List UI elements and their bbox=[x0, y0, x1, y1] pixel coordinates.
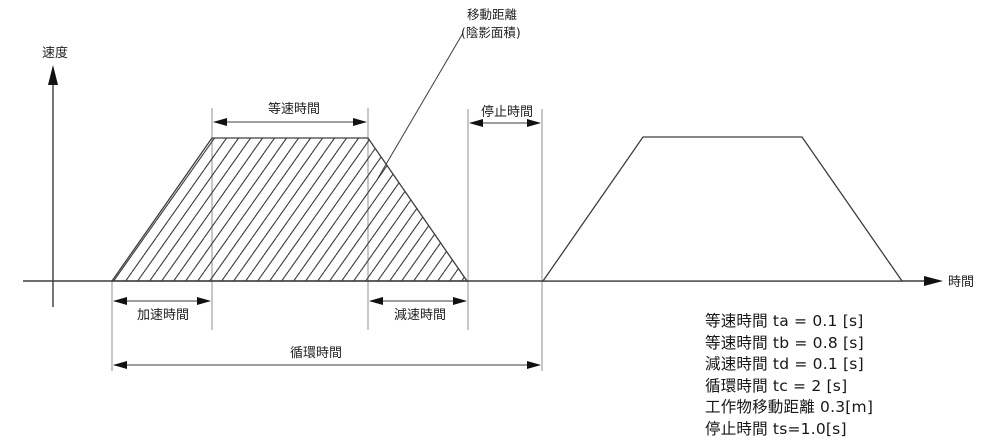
note-line: 工作物移動距離 0.3[m] bbox=[705, 398, 874, 416]
parameter-notes: 等速時間 ta = 0.1 [s] 等速時間 tb = 0.8 [s] 減速時間… bbox=[705, 311, 873, 440]
time-axis-arrow-icon bbox=[924, 276, 943, 286]
stop-time-label: 停止時間 bbox=[481, 104, 533, 120]
annotation-leader-line bbox=[377, 32, 464, 179]
time-axis-label: 時間 bbox=[948, 275, 974, 290]
note-line: 等速時間 tb = 0.8 [s] bbox=[705, 333, 864, 352]
dimension-decel: 減速時間 bbox=[369, 297, 467, 323]
constant-speed-time-label: 等速時間 bbox=[268, 101, 320, 117]
note-line: 循環時間 tc = 2 [s] bbox=[705, 376, 848, 395]
moving-distance-annotation-line1: 移動距離 bbox=[467, 7, 518, 22]
dimension-constant-speed: 等速時間 bbox=[213, 101, 367, 126]
note-line: 停止時間 ts=1.0[s] bbox=[705, 419, 847, 438]
velocity-axis-label: 速度 bbox=[42, 45, 68, 61]
cycle-time-label: 循環時間 bbox=[290, 346, 342, 361]
velocity-axis bbox=[48, 65, 58, 307]
dimension-stop: 停止時間 bbox=[469, 104, 541, 127]
velocity-trapezoid-hatched bbox=[110, 137, 469, 282]
note-line: 等速時間 ta = 0.1 [s] bbox=[705, 312, 864, 330]
dimension-accel: 加速時間 bbox=[113, 297, 211, 323]
decel-time-label: 減速時間 bbox=[394, 307, 446, 323]
moving-distance-annotation-line2: (陰影面積) bbox=[461, 25, 521, 40]
dimension-cycle: 循環時間 bbox=[113, 346, 541, 369]
accel-time-label: 加速時間 bbox=[137, 308, 189, 323]
velocity-trapezoid-plain bbox=[541, 136, 904, 282]
velocity-axis-arrow-icon bbox=[48, 65, 58, 85]
note-line: 減速時間 td = 0.1 [s] bbox=[705, 355, 864, 373]
